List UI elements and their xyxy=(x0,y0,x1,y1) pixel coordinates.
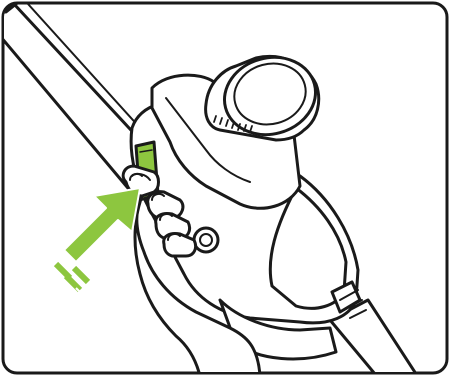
pressing-hand-icon xyxy=(121,164,262,372)
vent-slots-icon xyxy=(330,280,367,319)
push-arrow-icon xyxy=(53,187,141,303)
power-tool-body-icon xyxy=(129,55,367,361)
grip-ridges-icon xyxy=(213,115,253,133)
lower-shaft-icon xyxy=(328,298,422,372)
motion-lines-icon xyxy=(53,257,91,303)
